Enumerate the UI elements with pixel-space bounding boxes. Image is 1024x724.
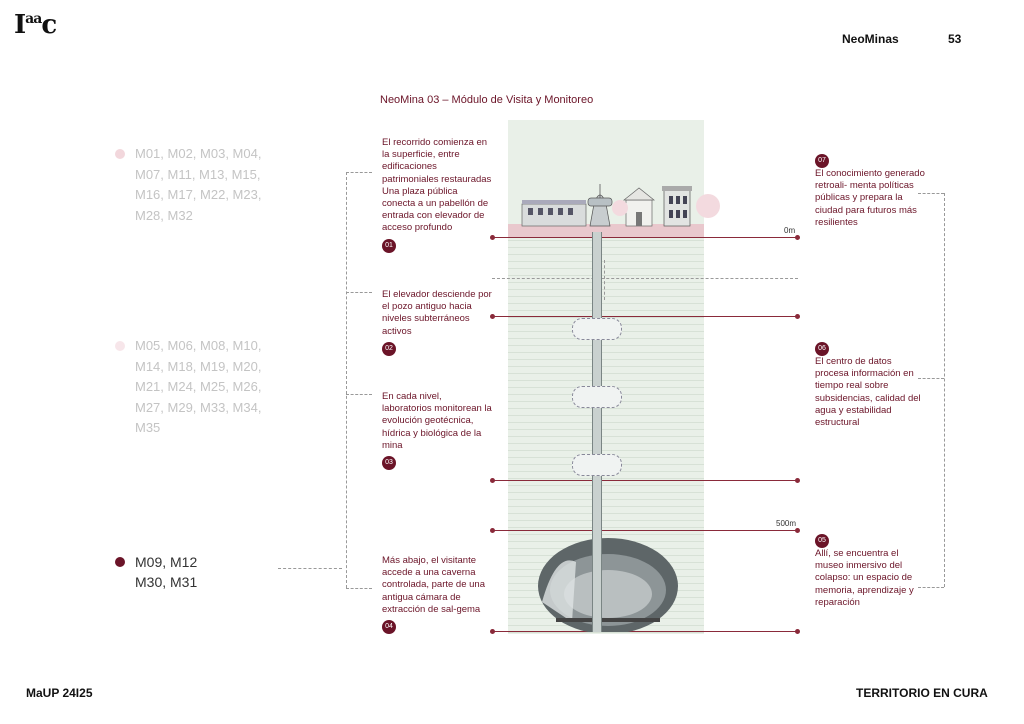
connector <box>346 588 372 589</box>
cavern-museum-illustration <box>538 538 678 632</box>
step-05: 05 Allí, se encuentra el museo inmersivo… <box>815 530 925 609</box>
strata-stripe <box>508 485 704 486</box>
footer-title: TERRITORIO EN CURA <box>856 686 988 700</box>
strata-stripe <box>508 282 704 283</box>
step-01: El recorrido comienza en la superficie, … <box>382 137 492 253</box>
strata-stripe <box>508 478 704 479</box>
strata-stripe <box>508 513 704 514</box>
strata-stripe <box>508 345 704 346</box>
strata-stripe <box>508 380 704 381</box>
strata-stripe <box>508 310 704 311</box>
step-03: En cada nivel, laboratorios monitorean l… <box>382 391 492 471</box>
strata-stripe <box>508 366 704 367</box>
monitoring-lab-pod <box>572 386 622 408</box>
strata-stripe <box>508 352 704 353</box>
strata-stripe <box>508 632 704 633</box>
elevator-shaft <box>592 232 602 632</box>
strata-stripe <box>508 317 704 318</box>
strata-stripe <box>508 506 704 507</box>
level-line <box>490 314 800 319</box>
iaac-logo: Iaac <box>14 10 57 40</box>
strata-stripe <box>508 296 704 297</box>
strata-stripe <box>508 359 704 360</box>
strata-stripe <box>508 247 704 248</box>
step-badge: 03 <box>382 456 396 471</box>
step-badge: 02 <box>382 341 396 356</box>
depth-label-surface: 0m <box>784 226 796 235</box>
left-bracket-line <box>346 172 347 588</box>
bottom-level-line <box>490 629 800 634</box>
section-title: NeoMinas <box>842 32 899 46</box>
strata-stripe <box>508 303 704 304</box>
strata-stripe <box>508 415 704 416</box>
strata-stripe <box>508 520 704 521</box>
step-06: 06 El centro de datos procesa informació… <box>815 338 925 429</box>
connector <box>346 394 372 395</box>
strata-stripe <box>508 499 704 500</box>
deep-level-line <box>490 528 800 533</box>
connector <box>346 292 372 293</box>
strata-stripe <box>508 429 704 430</box>
strata-stripe <box>508 492 704 493</box>
group-dot-icon <box>115 341 125 351</box>
strata-stripe <box>508 254 704 255</box>
ground-line <box>492 278 798 279</box>
level-line <box>490 478 800 483</box>
page-number: 53 <box>948 32 962 46</box>
depth-label-deep: 500m <box>776 519 797 528</box>
heritage-buildings-illustration <box>508 184 720 238</box>
group-dot-icon <box>115 149 125 159</box>
step-badge: 06 <box>815 342 829 356</box>
strata-stripe <box>508 422 704 423</box>
step-02: El elevador desciende por el pozo antigu… <box>382 289 492 356</box>
step-badge: 07 <box>815 154 829 168</box>
mine-group-1: M01, M02, M03, M04, M07, M11, M13, M15, … <box>115 144 261 226</box>
strata-stripe <box>508 268 704 269</box>
group-dot-icon <box>115 557 125 567</box>
surface-level-line <box>490 235 800 240</box>
strata-stripe <box>508 275 704 276</box>
strata-stripe <box>508 450 704 451</box>
diagram-title: NeoMina 03 – Módulo de Visita y Monitore… <box>380 94 594 106</box>
strata-stripe <box>508 436 704 437</box>
strata-stripe <box>508 527 704 528</box>
step-badge: 05 <box>815 534 829 548</box>
connector <box>918 587 944 588</box>
strata-stripe <box>508 240 704 241</box>
strata-stripe <box>508 534 704 535</box>
footer-course: MaUP 24I25 <box>26 686 93 700</box>
mine-group-3: M09, M12 M30, M31 <box>115 552 197 592</box>
right-bracket-line <box>944 193 945 587</box>
step-07: 07 El conocimiento generado retroali- me… <box>815 150 925 229</box>
shaft-guide <box>604 260 605 300</box>
monitoring-lab-pod <box>572 318 622 340</box>
step-badge: 04 <box>382 620 396 635</box>
strata-stripe <box>508 289 704 290</box>
strata-stripe <box>508 408 704 409</box>
strata-stripe <box>508 373 704 374</box>
connector <box>918 193 944 194</box>
step-04: Más abajo, el visitante accede a una cav… <box>382 555 492 635</box>
mine-group-2: M05, M06, M08, M10, M14, M18, M19, M20, … <box>115 336 261 439</box>
group-connector <box>278 568 342 569</box>
connector <box>346 172 372 173</box>
connector <box>918 378 944 379</box>
step-badge: 01 <box>382 238 396 253</box>
monitoring-lab-pod <box>572 454 622 476</box>
strata-stripe <box>508 261 704 262</box>
strata-stripe <box>508 443 704 444</box>
